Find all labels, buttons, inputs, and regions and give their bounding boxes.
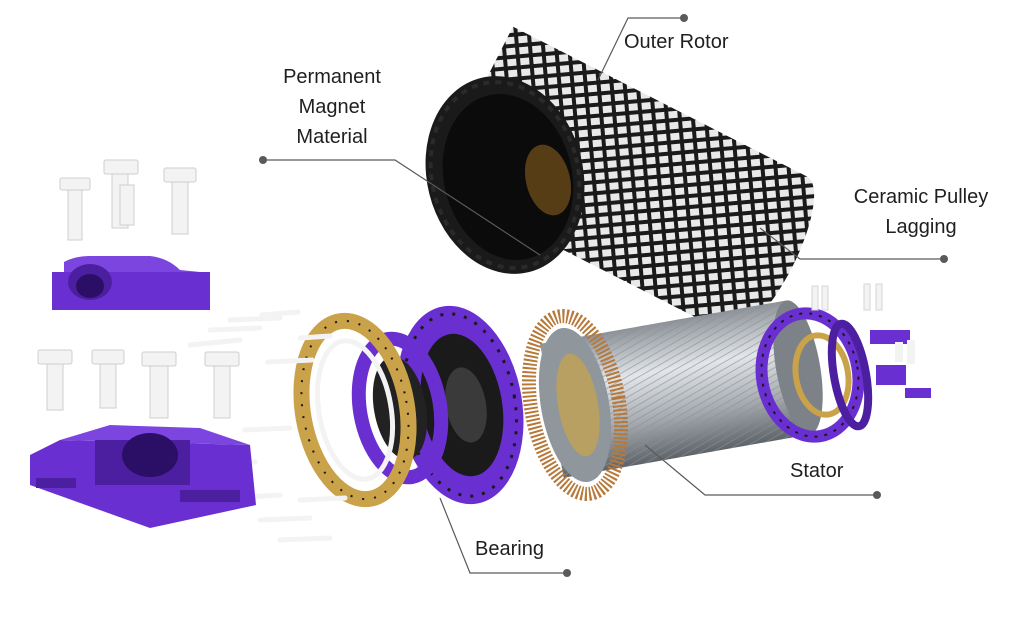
right-end-plate [755, 307, 873, 443]
leader-outer-rotor [597, 17, 684, 81]
leader-dot-icon [563, 569, 571, 577]
leader-dot-icon [940, 255, 948, 263]
label-line: Permanent [283, 66, 381, 88]
label-line: Bearing [475, 538, 544, 560]
label-ceramic-lagging: Ceramic Pulley Lagging [836, 182, 1006, 242]
label-outer-rotor: Outer Rotor [624, 27, 728, 57]
label-line: Lagging [885, 216, 957, 238]
label-line: Stator [790, 460, 844, 482]
outer-rotor [425, 26, 815, 335]
label-line: Material [296, 126, 368, 148]
label-line: Magnet [298, 96, 366, 118]
gold-ring [293, 312, 417, 508]
white-bolts-top [59, 159, 197, 241]
leader-lines [263, 17, 944, 574]
right-bearing-block [870, 330, 931, 398]
leader-dot-icon [873, 491, 881, 499]
white-bolts-middle [37, 349, 240, 419]
stator [521, 300, 823, 501]
leader-dots [259, 14, 948, 577]
label-bearing: Bearing [475, 534, 544, 564]
label-stator: Stator [790, 456, 843, 486]
leader-dot-icon [680, 14, 688, 22]
leader-stator [644, 444, 877, 496]
bearing-housing-base [30, 425, 256, 528]
leader-dot-icon [259, 156, 267, 164]
leader-permanent-magnet [263, 159, 541, 256]
label-line: Ceramic Pulley [853, 186, 989, 208]
label-line: Outer Rotor [624, 31, 729, 53]
label-permanent-magnet: Permanent Magnet Material [262, 62, 402, 152]
leader-ceramic-lagging [759, 227, 944, 260]
right-bolts [811, 283, 883, 311]
bearing-housing-top [52, 256, 210, 310]
leader-bearing [439, 497, 567, 574]
